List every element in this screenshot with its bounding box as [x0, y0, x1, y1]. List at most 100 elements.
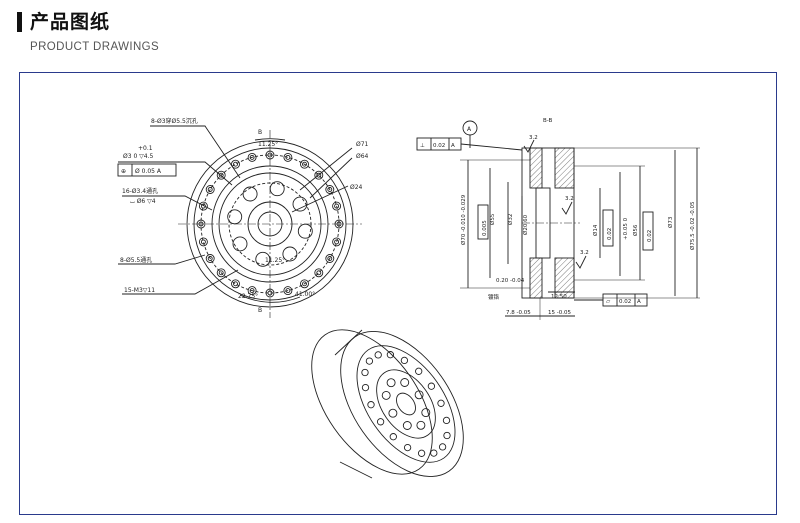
rim-hole [196, 219, 206, 229]
rim-hole-inner [218, 270, 224, 276]
roughness-symbol-icon [523, 139, 535, 153]
hatched-wall [529, 147, 543, 189]
iso-hub-hole [388, 408, 398, 418]
leader-line [118, 161, 233, 186]
hatched-wall [554, 147, 575, 189]
iso-holes [361, 351, 451, 457]
leader-line [118, 254, 206, 265]
hub-hole [292, 196, 308, 212]
rim-hole-inner [198, 221, 204, 227]
position-tolerance-symbol-icon: ⊕ [121, 168, 126, 175]
iso-rim-hole [365, 357, 374, 365]
perpendicularity-value: 0.02 [647, 230, 653, 242]
leader-line [309, 157, 353, 199]
dim-label: 7.8 -0.05 [506, 310, 531, 316]
leader-line [122, 195, 213, 211]
hatched-wall [554, 257, 575, 299]
tolerance-frame [602, 209, 614, 247]
rim-hole-inner [249, 154, 255, 160]
dim-label: Ø55 [489, 213, 496, 225]
iso-rim-hole [367, 401, 375, 409]
dim-label: Ø14 [592, 224, 599, 236]
dim-label: 15 -0.05 [548, 310, 571, 316]
leader-line [150, 125, 241, 179]
drawing-frame [19, 72, 777, 515]
perpendicularity-value: 0.02 [607, 228, 613, 240]
rim-hole [283, 286, 293, 296]
tolerance-frame [477, 204, 489, 240]
iso-hub [376, 369, 436, 439]
iso-rim-hole [389, 433, 397, 441]
iso-rim-hole [376, 418, 385, 426]
dim-label: Ø75.5 -0.02 -0.05 [689, 201, 696, 250]
hub-hole [227, 209, 243, 225]
diameter-label: Ø64 [356, 153, 369, 160]
rim-hole-inner [285, 154, 291, 160]
position-tolerance-text: Ø 0.05 A [135, 168, 162, 175]
hub-hole [255, 251, 271, 267]
rim-hole-inner [327, 187, 333, 192]
rim-hole [205, 185, 215, 194]
flatness-datum: A [451, 143, 455, 149]
rim-hole [231, 279, 240, 289]
roughness-value: 3.2 [565, 196, 574, 202]
flatness-symbol-icon: ⊥ [420, 143, 425, 149]
iso-rim-hole [437, 399, 445, 407]
tolerance-value: 0.005 [482, 220, 488, 236]
rim-hole [216, 268, 226, 278]
angle-label: 11.25° [258, 141, 278, 148]
diameter-label: Ø71 [356, 141, 369, 148]
page-subtitle: PRODUCT DRAWINGS [30, 41, 160, 53]
hub-hole [269, 181, 285, 197]
roughness-value: 3.2 [580, 250, 589, 256]
hole-callout: Ø3 0 ▽4.5 [123, 153, 154, 160]
flatness-value: 0.02 [619, 299, 631, 305]
header-accent-bar [17, 12, 22, 32]
iso-rim-hole [361, 368, 369, 377]
rim-holes [196, 150, 344, 298]
rim-hole-inner [233, 281, 238, 287]
iso-rim-hole [361, 383, 370, 392]
roughness-symbol-icon [575, 255, 587, 269]
rim-hole [314, 268, 324, 278]
flatness-value: 0.02 [433, 143, 445, 149]
rim-hole-inner [249, 288, 255, 294]
note-label: 镀铬 [488, 293, 500, 301]
hub-hole [242, 186, 258, 202]
iso-front-rim [340, 330, 464, 478]
iso-rim-hole [427, 382, 436, 390]
front-view [117, 125, 362, 318]
leader-line [299, 147, 353, 191]
rim-hole [205, 254, 215, 263]
rim-hole-inner [267, 152, 273, 158]
rim-hole-inner [316, 270, 322, 276]
angle-label: 22.75° [238, 293, 258, 300]
rim-hole [314, 170, 324, 180]
iso-rim-hole [442, 416, 451, 425]
iso-rim-hole [430, 449, 438, 457]
rim-hole [334, 219, 344, 229]
leader-line [122, 269, 239, 295]
angle-label: 11.25° [265, 257, 285, 264]
hole-callout: ⌴ Ø6 ▽4 [130, 198, 156, 205]
dim-label: Ø56 [632, 224, 639, 236]
iso-hub-hole [414, 390, 424, 400]
rim-hole-inner [267, 290, 273, 296]
section-title: B-B [543, 118, 553, 124]
angle-arc [239, 294, 301, 303]
rim-hole-inner [302, 281, 307, 287]
section-view-labels: B-B A ⊥ 0.02 A 3.2 3.2 3.2 Ø55 Ø32 Ø20.6… [420, 118, 696, 316]
angle-label: 41.00° [295, 291, 315, 298]
dim-label: +0.05 0 [623, 217, 629, 240]
rim-hole [332, 201, 342, 211]
hatched-wall [529, 257, 543, 299]
dim-label: 0.20 -0.04 [496, 278, 525, 284]
rim-hole-inner [200, 239, 206, 245]
rim-hole-inner [207, 187, 213, 192]
roughness-symbol-icon [561, 201, 573, 215]
rim-hole-inner [233, 161, 238, 167]
rim-hole [247, 286, 257, 296]
iso-hub-hole [416, 420, 426, 430]
iso-hub-hole [402, 421, 412, 430]
datum-label: A [467, 126, 472, 133]
